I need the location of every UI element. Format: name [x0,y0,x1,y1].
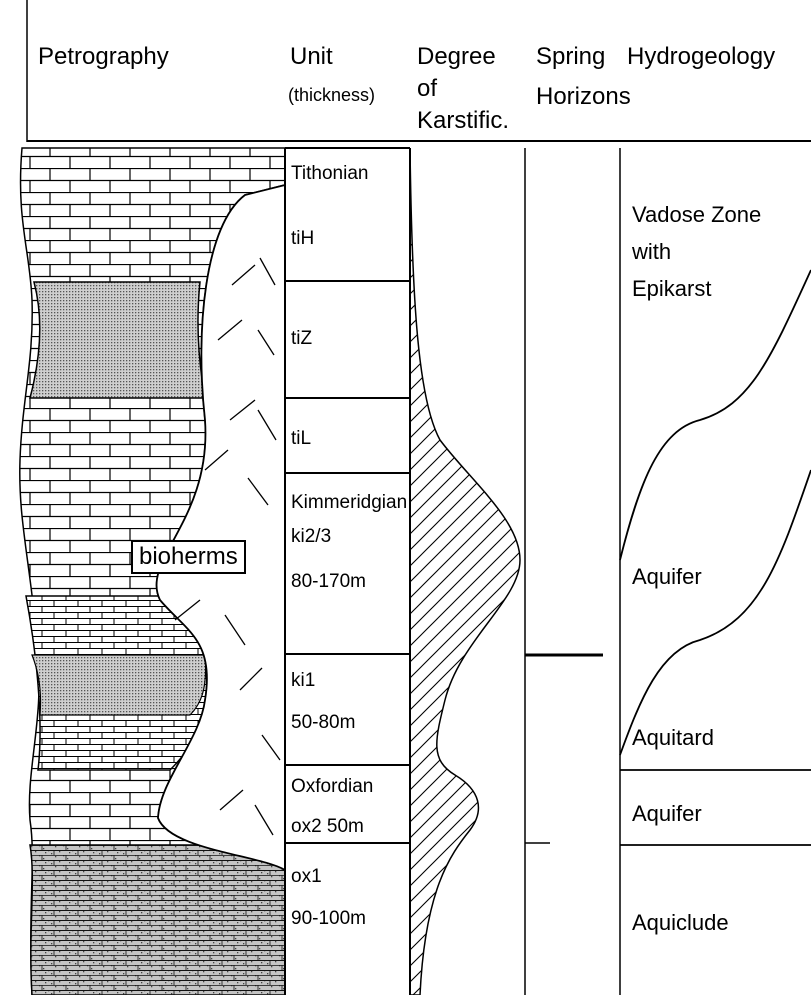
unit-tiZ: tiZ [291,328,312,350]
unit-oxfordian: Oxfordian [291,776,373,798]
unit-ki1-thickness: 50-80m [291,712,355,734]
hydro-aquifer-upper: Aquifer [632,562,702,592]
hydrogeology-boundaries [620,270,811,845]
header-degree-line2: of [417,76,437,102]
hydro-vadose-line1: Vadose Zone [632,200,761,230]
marl-layer-tiZ [30,282,205,398]
header-degree-line1: Degree [417,44,496,70]
unit-tithonian: Tithonian [291,163,368,185]
marl-layer-ki1 [32,655,206,715]
unit-ki1: ki1 [291,670,315,692]
unit-kimmeridgian: Kimmeridgian [291,492,407,514]
unit-ox1: ox1 [291,866,322,888]
marl-ox1 [30,845,285,995]
unit-tiH: tiH [291,228,314,250]
header-unit: Unit [290,44,333,70]
unit-ki23: ki2/3 [291,526,331,548]
header-unit-subtitle: (thickness) [288,82,375,108]
unit-ki23-thickness: 80-170m [291,571,366,593]
hydro-aquiclude: Aquiclude [632,908,729,938]
hydro-vadose-line3: Epikarst [632,274,711,304]
unit-ox1-thickness: 90-100m [291,908,366,930]
unit-ox2: ox2 50m [291,816,364,838]
hydro-aquitard: Aquitard [632,723,714,753]
hydro-vadose-line2: with [632,237,671,267]
karstification-curve [410,148,520,995]
header-spring-line1: Spring [536,44,605,70]
header-petrography: Petrography [38,44,169,70]
unit-tiL: tiL [291,428,311,450]
header-spring-line2: Horizons [536,84,631,110]
header-hydrogeology: Hydrogeology [627,44,775,70]
header-degree-line3: Karstific. [417,108,509,134]
hydro-aquifer-lower: Aquifer [632,799,702,829]
bioherms-label: bioherms [131,540,246,574]
